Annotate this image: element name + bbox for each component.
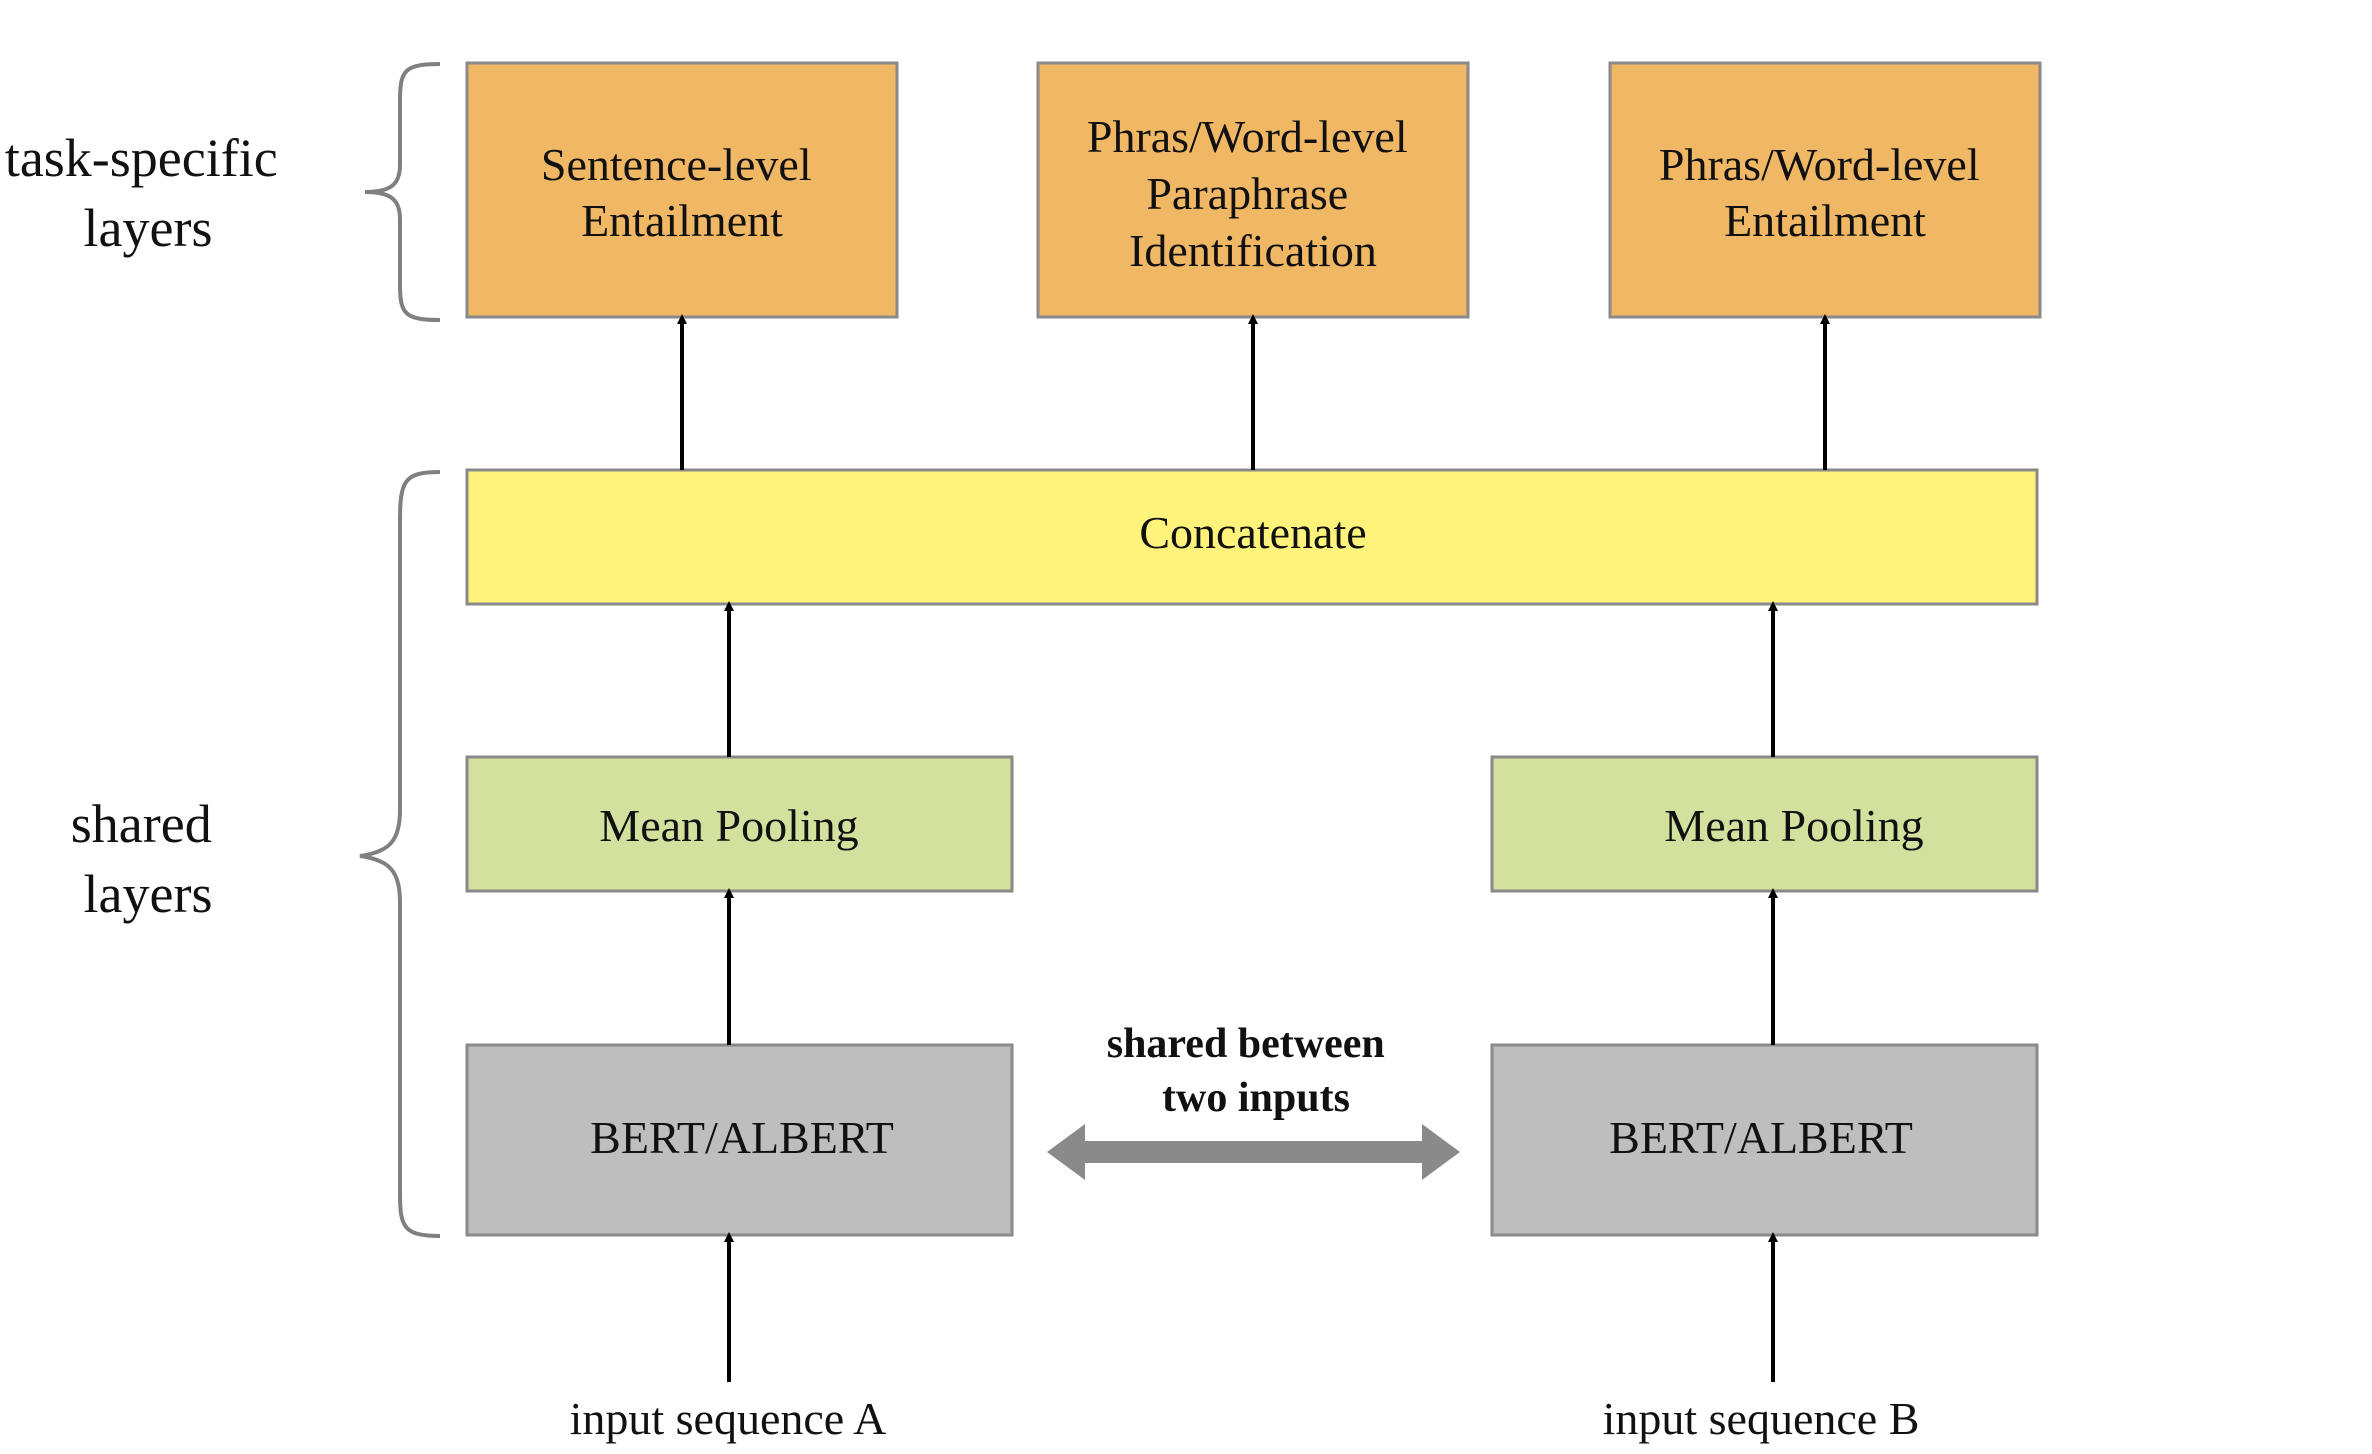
task-label-line: Paraphrase (1146, 168, 1348, 219)
mean-pooling-box-right (1490, 755, 2039, 893)
concatenate-label: Concatenate (1139, 507, 1366, 558)
task-box-label: Phras/Word-level Paraphrase Identificati… (1087, 111, 1419, 276)
task-box-label: Sentence-level Entailment (541, 139, 823, 246)
task-label-line: Entailment (1724, 195, 1926, 246)
note-line: two inputs (1162, 1075, 1350, 1121)
note-line: shared between (1107, 1021, 1385, 1067)
task-label-line: Sentence-level (541, 139, 812, 190)
task-box-label: Phras/Word-level Entailment (1659, 139, 1991, 246)
task-box-sentence-entailment (465, 61, 899, 319)
task-label-line: Phras/Word-level (1087, 111, 1408, 162)
task-label-line: Identification (1129, 225, 1377, 276)
encoder-label-right: BERT/ALBERT (1609, 1112, 1913, 1163)
group-label-line: shared (71, 794, 212, 854)
group-label-line: task-specific (5, 128, 278, 188)
shared-between-note: shared between two inputs (1107, 1021, 1396, 1121)
mean-pooling-box-left (465, 755, 1014, 893)
mean-pooling-label-left: Mean Pooling (599, 800, 858, 851)
concatenate-box (465, 468, 2039, 606)
encoder-label-left: BERT/ALBERT (590, 1112, 894, 1163)
encoder-box-left (465, 1043, 1014, 1237)
group-label-line: layers (84, 198, 213, 258)
task-box-word-entailment (1608, 61, 2042, 319)
input-sequence-a-label: input sequence A (570, 1393, 887, 1444)
encoder-box-right (1490, 1043, 2039, 1237)
input-sequence-b-label: input sequence B (1603, 1393, 1920, 1444)
task-specific-brace (364, 62, 441, 322)
task-label-line: Entailment (581, 195, 783, 246)
task-label-line: Phras/Word-level (1659, 139, 1980, 190)
shared-brace (359, 470, 441, 1238)
task-specific-label: task-specific layers (5, 128, 291, 258)
mean-pooling-label-right: Mean Pooling (1664, 800, 1923, 851)
shared-label: shared layers (71, 794, 225, 924)
group-label-line: layers (84, 864, 213, 924)
shared-weights-double-arrow (1047, 1124, 1460, 1180)
